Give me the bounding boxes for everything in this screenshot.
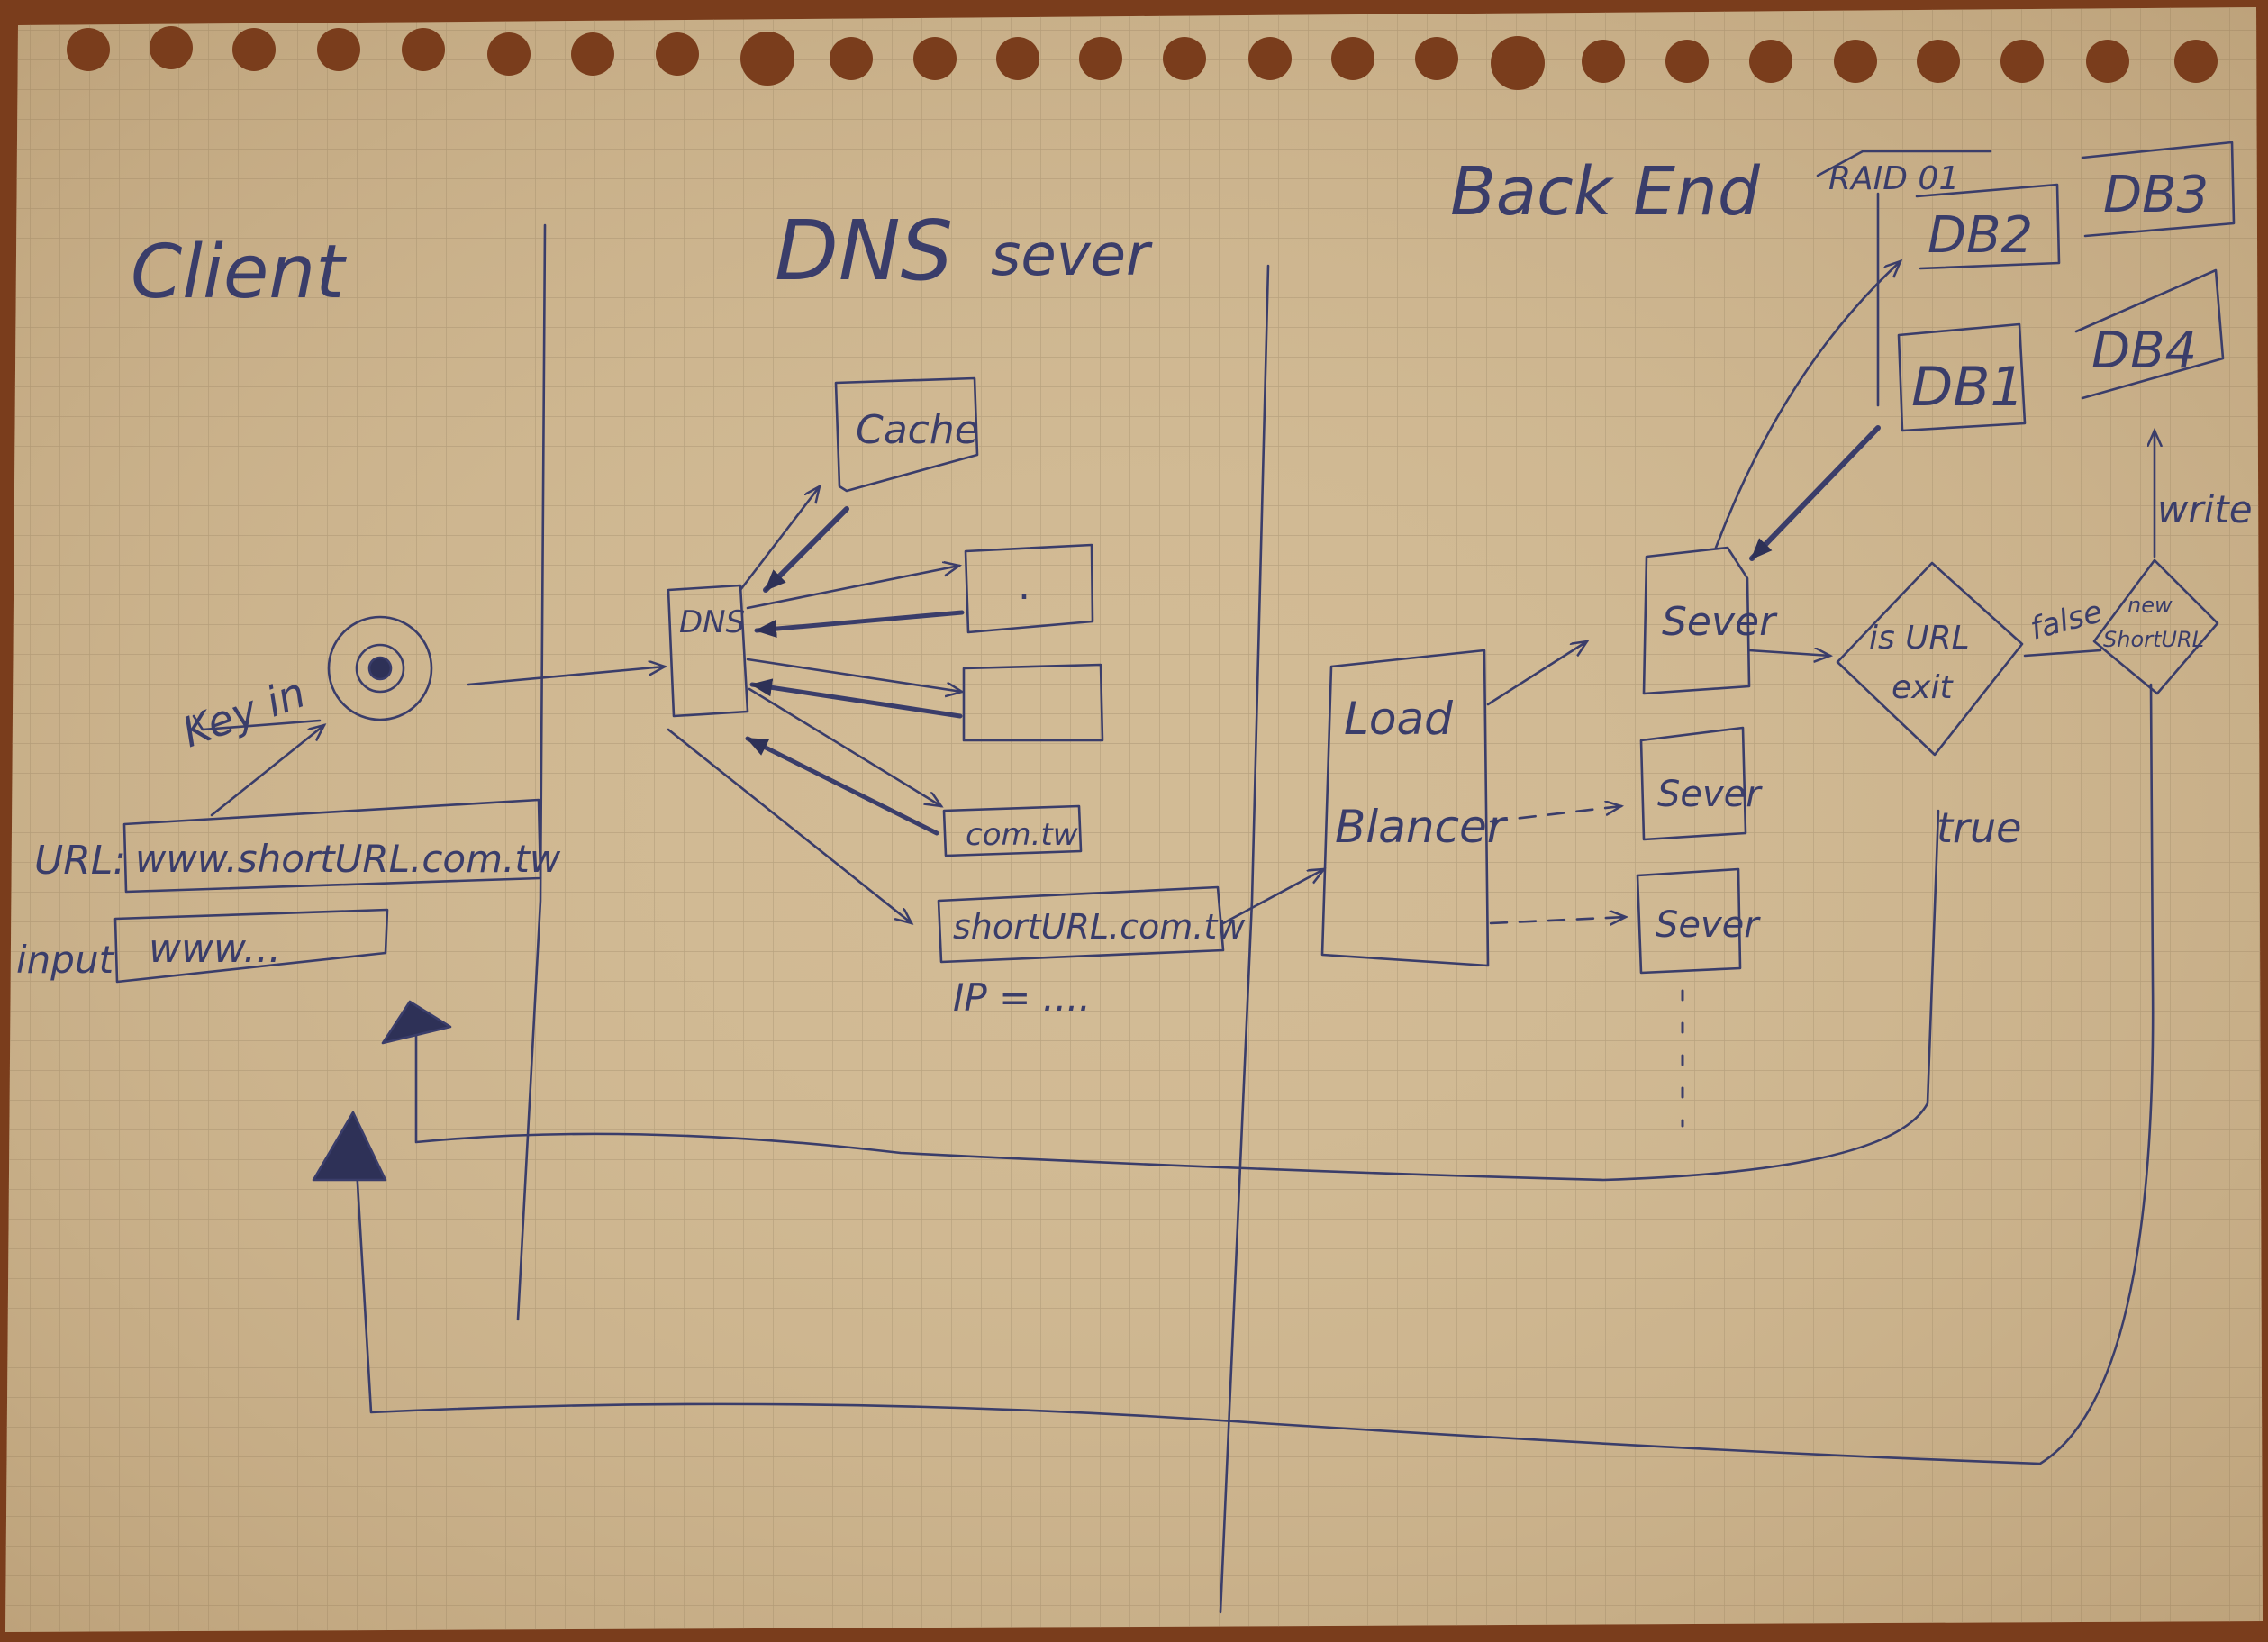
db3-box — [2081, 141, 2236, 238]
decision-1-line1: is URL — [1869, 620, 1970, 657]
write-label: write — [2157, 487, 2253, 531]
heading-client: Client — [131, 230, 347, 315]
db-to-server-arrow — [1749, 425, 1881, 561]
db2-box — [1915, 183, 2061, 270]
db4-label: DB4 — [2091, 322, 2197, 380]
heading-backend: Back End — [1450, 153, 1761, 231]
decision-new-shorturl — [2092, 558, 2219, 695]
browser-to-dns-arrow — [467, 667, 665, 686]
raid-label: RAID 01 — [1828, 160, 1959, 197]
divider-dns-backend — [1219, 264, 1270, 1614]
server-2-box — [1639, 726, 1747, 841]
db1-box — [1897, 322, 2027, 432]
key-in-tick — [192, 714, 322, 731]
input-field — [113, 908, 389, 984]
shorturl-server-label: shortURL.com.tw — [953, 907, 1246, 947]
tw-server-box — [962, 663, 1104, 742]
response-arrow-true — [381, 809, 1940, 1182]
key-in-arrow — [210, 725, 324, 817]
input-label: input — [16, 938, 115, 982]
server-to-db-arrow — [1714, 261, 1901, 549]
raid-underline — [1816, 150, 1992, 177]
comtw-server-label: com.tw — [966, 817, 1078, 853]
binding-holes — [67, 26, 2218, 90]
decision-url-exists — [1836, 561, 2024, 757]
lb-label-line2: Blancer — [1335, 801, 1509, 853]
server-1-label: Sever — [1662, 599, 1778, 645]
url-label: URL: — [34, 838, 126, 884]
server-3-box — [1636, 867, 1742, 975]
comtw-server-box — [942, 804, 1083, 857]
dns-box — [667, 584, 749, 718]
decision-2-line1: new — [2127, 593, 2173, 618]
ip-label: IP = .... — [953, 975, 1091, 1020]
true-label: true — [1937, 803, 2021, 852]
server-1-box — [1642, 546, 1751, 695]
load-balancer-box — [1320, 649, 1490, 967]
dns-box-label: DNS — [679, 604, 745, 640]
browser-icon — [327, 615, 433, 721]
cache-box — [834, 376, 979, 493]
db2-label: DB2 — [1928, 206, 2033, 265]
url-value: www.shortURL.com.tw — [135, 837, 561, 881]
cache-label: Cache — [856, 407, 979, 453]
heading-dns: DNS — [775, 203, 953, 299]
db4-box — [2074, 268, 2225, 400]
cache-return-arrow — [763, 506, 849, 593]
input-value: www... — [149, 926, 281, 972]
server-3-label: Sever — [1656, 904, 1761, 946]
heading-dns-suffix: sever — [991, 222, 1153, 289]
url-field — [122, 798, 542, 894]
db1-label: DB1 — [1911, 356, 2025, 419]
response-arrow-new — [312, 683, 2155, 1465]
server-2-label: Sever — [1657, 774, 1763, 815]
decision-2-line2: ShortURL — [2103, 627, 2204, 652]
root-server-box — [964, 543, 1094, 634]
dns-to-lb-arrow — [1221, 869, 1324, 925]
decision-1-line2: exit — [1892, 669, 1954, 706]
shorturl-server-box — [937, 885, 1225, 964]
divider-client-dns — [516, 223, 547, 1321]
lb-label-line1: Load — [1344, 693, 1453, 745]
root-server-label: . — [1018, 563, 1030, 609]
db3-label: DB3 — [2103, 166, 2209, 224]
